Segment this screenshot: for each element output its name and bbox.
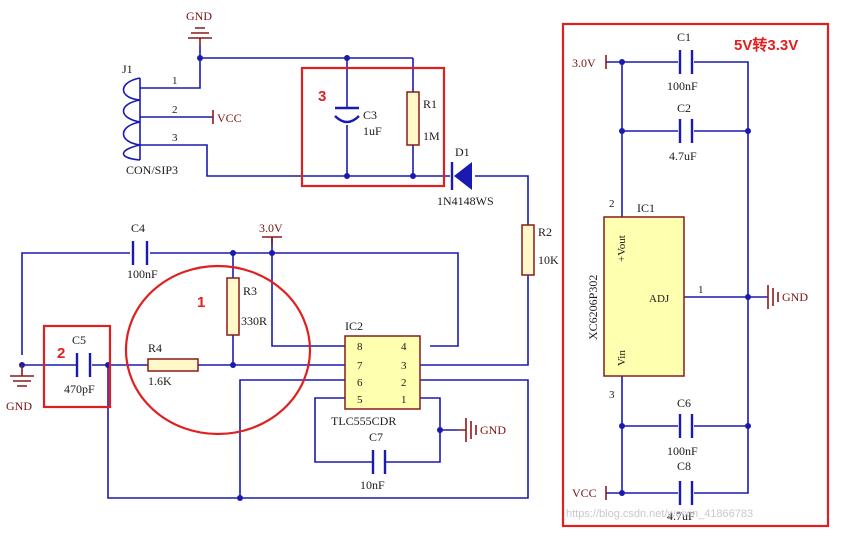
c1-value: 100nF [667, 79, 698, 93]
gnd-label-left: GND [6, 399, 32, 413]
ic1-value: XC6206P302 [586, 275, 600, 340]
gnd-label-ic1: GND [782, 290, 808, 304]
annotation-region-3: 3 [300, 66, 446, 188]
ic2-pin8: 8 [357, 341, 363, 353]
c7-value: 10nF [360, 478, 385, 492]
wires-left [21, 45, 529, 499]
gnd-symbol-ic2: GND [458, 418, 506, 442]
r1-value: 1M [423, 129, 440, 143]
c8-value: 4.7uF [667, 509, 695, 523]
c6-value: 100nF [667, 444, 698, 458]
r4-value: 1.6K [148, 374, 172, 388]
capacitor-c5: C5 470pF [64, 333, 95, 396]
ic1-pin2-num: 2 [609, 198, 615, 210]
c4-ref: C4 [131, 221, 145, 235]
ic2-ref: IC2 [345, 319, 363, 333]
c8-ref: C8 [677, 459, 691, 473]
capacitor-c3: C3 1uF [334, 106, 382, 138]
ic2-pin5: 5 [357, 394, 363, 406]
diode-d1: D1 1N4148WS [437, 145, 494, 208]
ic-ic2: IC2 8 7 6 5 4 3 2 1 TLC555CDR [331, 319, 421, 428]
v30-label-right: 3.0V [572, 56, 596, 70]
ic2-pin1: 1 [401, 394, 407, 406]
capacitor-c8: C8 4.7uF [667, 459, 695, 523]
annotation-3-label: 3 [318, 88, 326, 105]
r4-ref: R4 [148, 341, 162, 355]
capacitor-c6: C6 100nF [667, 396, 698, 458]
connector-j1: J1 1 2 3 CON/SIP3 [122, 62, 185, 177]
ic2-pin6: 6 [357, 377, 363, 389]
j1-ref: J1 [122, 62, 133, 76]
j1-pin3: 3 [172, 132, 178, 144]
j1-pin2: 2 [172, 104, 178, 116]
r2-value: 10K [538, 253, 559, 267]
d1-value: 1N4148WS [437, 194, 494, 208]
regulator-panel: 5V转3.3V [561, 22, 830, 528]
ic1-pin3-num: 3 [609, 389, 615, 401]
ic-ic1: IC1 +Vout ADJ Vin XC6206P302 2 1 3 [586, 198, 704, 401]
capacitor-c1: C1 100nF [667, 30, 698, 93]
c3-value: 1uF [363, 124, 382, 138]
gnd-symbol-top: GND [186, 9, 212, 45]
gnd-label-top: GND [186, 9, 212, 23]
c6-ref: C6 [677, 396, 691, 410]
v30-label-left: 3.0V [259, 221, 283, 235]
d1-ref: D1 [455, 145, 470, 159]
capacitor-c4: C4 100nF [127, 221, 158, 281]
c5-value: 470pF [64, 382, 95, 396]
vcc-label-right: VCC [572, 486, 597, 500]
resistor-r2: R2 10K [521, 224, 559, 276]
capacitor-c7: C7 10nF [360, 430, 387, 492]
resistor-r3: R3 330R [226, 277, 267, 336]
annotation-1-label: 1 [197, 294, 205, 311]
c2-value: 4.7uF [669, 149, 697, 163]
r3-value: 330R [241, 314, 267, 328]
j1-value: CON/SIP3 [126, 163, 178, 177]
ic2-pin4: 4 [401, 341, 407, 353]
c5-ref: C5 [72, 333, 86, 347]
ic1-pin-vout: +Vout [616, 235, 628, 262]
c3-ref: C3 [363, 108, 377, 122]
annotation-region-2: 2 [42, 324, 112, 409]
ic2-pin7: 7 [357, 360, 363, 372]
r2-ref: R2 [538, 225, 552, 239]
ic1-pin1-num: 1 [698, 284, 704, 296]
ic1-pin-adj: ADJ [649, 293, 670, 305]
vcc-flag-j1: VCC [212, 110, 242, 125]
ic2-pin2: 2 [401, 377, 407, 389]
resistor-r1: R1 1M [406, 91, 440, 146]
c2-ref: C2 [677, 101, 691, 115]
gnd-symbol-ic1: GND [767, 285, 808, 309]
r1-ref: R1 [423, 97, 437, 111]
annotation-2-label: 2 [57, 345, 65, 362]
ic2-pin3: 3 [401, 360, 407, 372]
ic2-value: TLC555CDR [331, 414, 396, 428]
vcc-label-j1: VCC [217, 111, 242, 125]
capacitor-c2: C2 4.7uF [669, 101, 697, 163]
j1-pin1: 1 [172, 75, 178, 87]
v30-flag-left: 3.0V [259, 221, 283, 244]
c4-value: 100nF [127, 267, 158, 281]
gnd-symbol-left: GND [6, 365, 34, 413]
resistor-r4: R4 1.6K [147, 341, 199, 388]
ic1-pin-vin: Vin [616, 350, 628, 366]
vcc-flag-right: VCC [572, 486, 607, 500]
gnd-label-ic2: GND [480, 423, 506, 437]
watermark-text: https://blog.csdn.net/weixin_41866783 [566, 508, 753, 520]
regulator-title: 5V转3.3V [734, 36, 798, 54]
annotation-region-1: 1 [124, 264, 312, 436]
r3-ref: R3 [243, 284, 257, 298]
c7-ref: C7 [369, 430, 383, 444]
ic1-ref: IC1 [637, 201, 655, 215]
c1-ref: C1 [677, 30, 691, 44]
v30-flag-right: 3.0V [572, 55, 607, 70]
